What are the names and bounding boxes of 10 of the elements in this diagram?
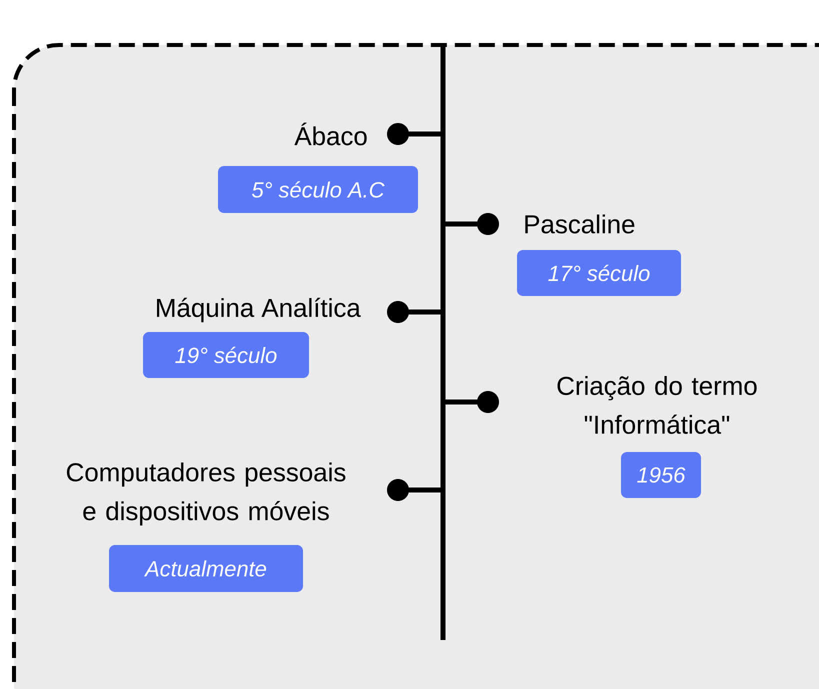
date-badge: 19° século: [143, 332, 309, 378]
date-badge: Actualmente: [109, 544, 303, 592]
event-title: Computadores pessoais e dispositivos móveis: [66, 462, 346, 526]
date-badge: 5° século A.C: [218, 166, 418, 213]
event-title: Ábaco: [294, 122, 367, 146]
event-title: Pascaline: [525, 214, 634, 234]
date-badge: 1956: [621, 452, 701, 498]
date-badge: 17° século: [517, 250, 681, 296]
event-title: Máquina Analítica: [157, 298, 361, 322]
event-title: Criação do termo "Informática": [558, 376, 757, 434]
